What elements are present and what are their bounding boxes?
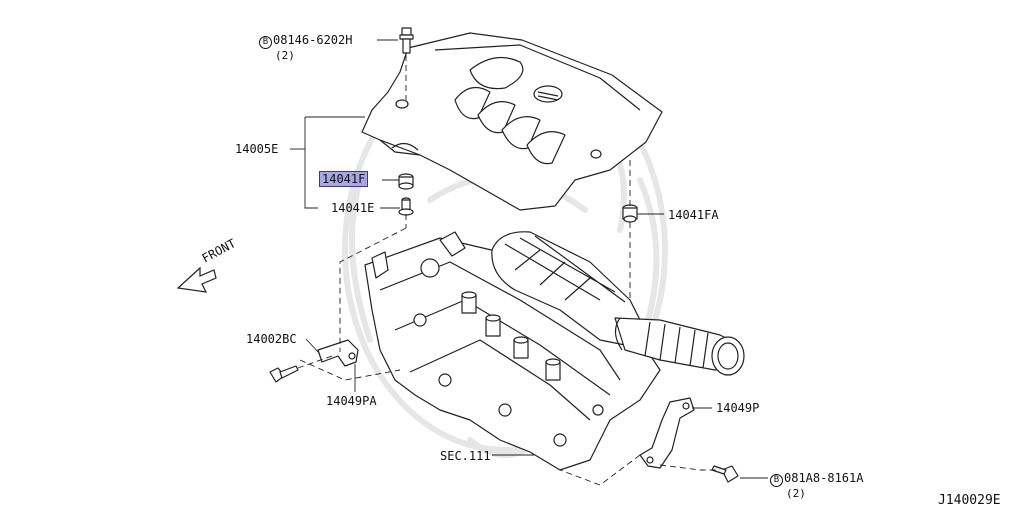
bolt-top [399,27,414,54]
leader-lines [290,39,768,479]
circled-ref: B [259,36,272,49]
callout-bracket-bc: 14002BC [246,332,297,346]
callout-grommet-f: 14041F [319,171,369,187]
part-number: 08146-6202H [273,33,353,47]
callout-bracket-p: 14049P [716,401,760,415]
callout-grommet-e: 14041E [331,201,375,215]
air-hose [614,317,745,376]
callout-bracket-pa: 14049PA [326,394,377,408]
grommet-14041fa [622,204,638,223]
grommet-14041f [398,173,414,190]
circled-ref: B [770,474,783,487]
bolt-bottom [711,465,739,483]
bolt-14002bc [269,365,299,383]
callout-grommet-fa: 14041FA [668,208,719,222]
bracket-14049pa [317,339,359,367]
front-arrow-icon [176,266,217,293]
highlighted-part: 14041F [319,171,369,187]
quantity: (2) [786,487,806,500]
engine-cover [361,32,663,211]
dashed-lines [297,55,720,486]
diagram-code: J140029E [938,493,1001,508]
callout-section: SEC.111 [440,449,491,463]
quantity: (2) [275,49,295,62]
grommet-14041e [398,197,414,216]
bracket-14049p [639,397,695,469]
part-number: 081A8-8161A [784,471,864,485]
callout-cover: 14005E [235,142,279,156]
